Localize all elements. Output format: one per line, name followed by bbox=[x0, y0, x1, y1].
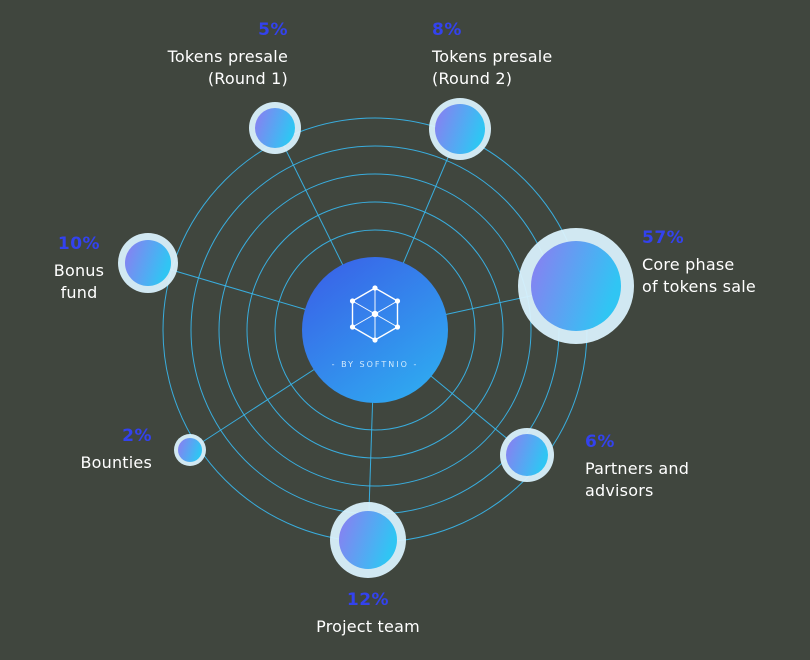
label-line: fund bbox=[60, 283, 98, 302]
node-label-partners-advisors: 6% Partners and advisors bbox=[585, 432, 689, 502]
node-label-project-team: 12% Project team bbox=[268, 590, 468, 638]
label-line: Bonus bbox=[53, 261, 105, 280]
label-line: Partners and bbox=[585, 459, 690, 478]
hexagon-node-dots bbox=[349, 285, 401, 343]
node-project-team bbox=[330, 502, 406, 578]
hexagon-inner-lines bbox=[352, 287, 398, 341]
label-line: advisors bbox=[585, 481, 654, 500]
label-line: Project team bbox=[316, 617, 420, 636]
label-line: Tokens presale bbox=[167, 47, 288, 66]
percent-value: 2% bbox=[122, 426, 152, 446]
node-core-phase bbox=[518, 228, 634, 344]
label-line: Bounties bbox=[80, 453, 152, 472]
node-circle bbox=[255, 108, 295, 148]
node-label-bonus-fund: 10% Bonus fund bbox=[34, 234, 124, 304]
hexagon-network-icon bbox=[349, 285, 401, 343]
node-tokens-presale-round-2 bbox=[429, 98, 491, 160]
node-tokens-presale-round-1 bbox=[249, 102, 301, 154]
orbit-ring bbox=[274, 229, 476, 431]
percent-value: 6% bbox=[585, 432, 615, 452]
node-circle bbox=[506, 434, 548, 476]
node-circle bbox=[125, 240, 171, 286]
center-node: - BY SOFTNIO - bbox=[302, 257, 448, 403]
orbit-ring bbox=[246, 201, 504, 459]
label-line: (Round 1) bbox=[207, 69, 288, 88]
percent-value: 12% bbox=[346, 590, 390, 610]
node-label-tokens-presale-round-1: 5% Tokens presale (Round 1) bbox=[168, 20, 288, 90]
brand-caption: - BY SOFTNIO - bbox=[332, 360, 419, 369]
satellite-nodes bbox=[118, 98, 634, 578]
orbit-ring bbox=[218, 173, 532, 487]
node-circle bbox=[435, 104, 485, 154]
label-line: Core phase bbox=[642, 255, 735, 274]
label-line: (Round 2) bbox=[432, 69, 513, 88]
node-partners-advisors bbox=[500, 428, 554, 482]
percent-value: 57% bbox=[642, 228, 685, 248]
node-label-core-phase: 57% Core phase of tokens sale bbox=[642, 228, 756, 298]
node-label-tokens-presale-round-2: 8% Tokens presale (Round 2) bbox=[432, 20, 552, 90]
node-circle bbox=[531, 241, 621, 331]
node-circle bbox=[339, 511, 397, 569]
label-line: Tokens presale bbox=[432, 47, 553, 66]
percent-value: 10% bbox=[57, 234, 101, 254]
percent-value: 5% bbox=[258, 20, 288, 40]
node-bounties bbox=[174, 434, 206, 466]
label-line: of tokens sale bbox=[642, 277, 756, 296]
node-circle bbox=[178, 438, 202, 462]
node-bonus-fund bbox=[118, 233, 178, 293]
percent-value: 8% bbox=[432, 20, 462, 40]
node-label-bounties: 2% Bounties bbox=[80, 426, 152, 474]
